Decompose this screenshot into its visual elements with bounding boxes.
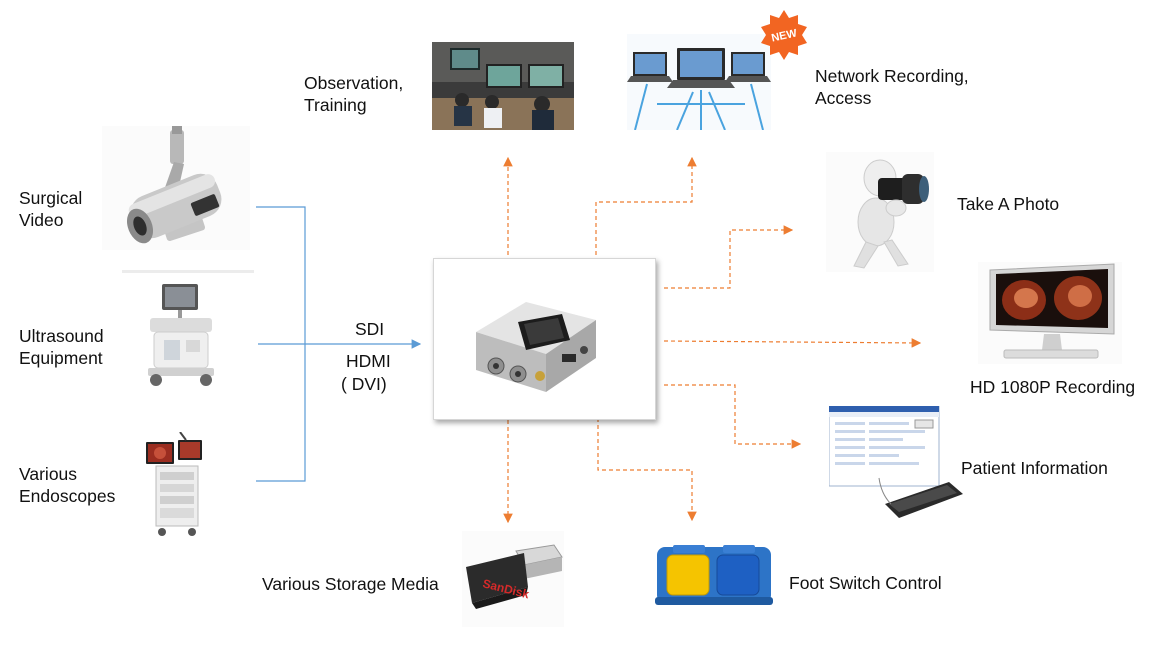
usb-drive-image: SanDisk <box>462 531 564 627</box>
new-badge-icon: NEW <box>761 10 807 60</box>
storage-media-label: Various Storage Media <box>262 574 439 594</box>
take-a-photo-label: Take A Photo <box>957 194 1060 214</box>
hd-monitor-image <box>978 262 1122 364</box>
observation-training-label: Observation, Training <box>304 73 404 115</box>
sdi-label: SDI <box>355 319 385 339</box>
output-arrows <box>503 156 922 524</box>
observation-room-image <box>432 42 574 130</box>
dvi-label: ( DVI) <box>341 374 387 394</box>
photographer-figure-image <box>826 152 934 272</box>
various-endoscopes-label: Various Endoscopes <box>19 464 116 506</box>
patient-info-screen-image <box>829 406 963 518</box>
foot-switch-image <box>655 545 773 605</box>
patient-information-label: Patient Information <box>961 458 1108 478</box>
network-recording-label: Network Recording, Access <box>815 66 969 108</box>
hdmi-label: HDMI <box>346 351 391 371</box>
recorder-device-image <box>476 302 596 392</box>
hd-recording-label: HD 1080P Recording <box>970 377 1136 397</box>
ultrasound-equipment-label: Ultrasound Equipment <box>19 326 104 368</box>
input-bracket <box>256 206 422 482</box>
foot-switch-label: Foot Switch Control <box>789 573 942 593</box>
new-badge-text: NEW <box>770 27 798 44</box>
network-laptops-image <box>627 34 771 130</box>
ultrasound-divider <box>122 270 254 273</box>
endoscope-tower-image <box>146 432 202 536</box>
surgical-video-label: Surgical Video <box>19 188 83 230</box>
surgical-camera-image <box>102 126 250 250</box>
ultrasound-machine-image <box>148 284 214 386</box>
